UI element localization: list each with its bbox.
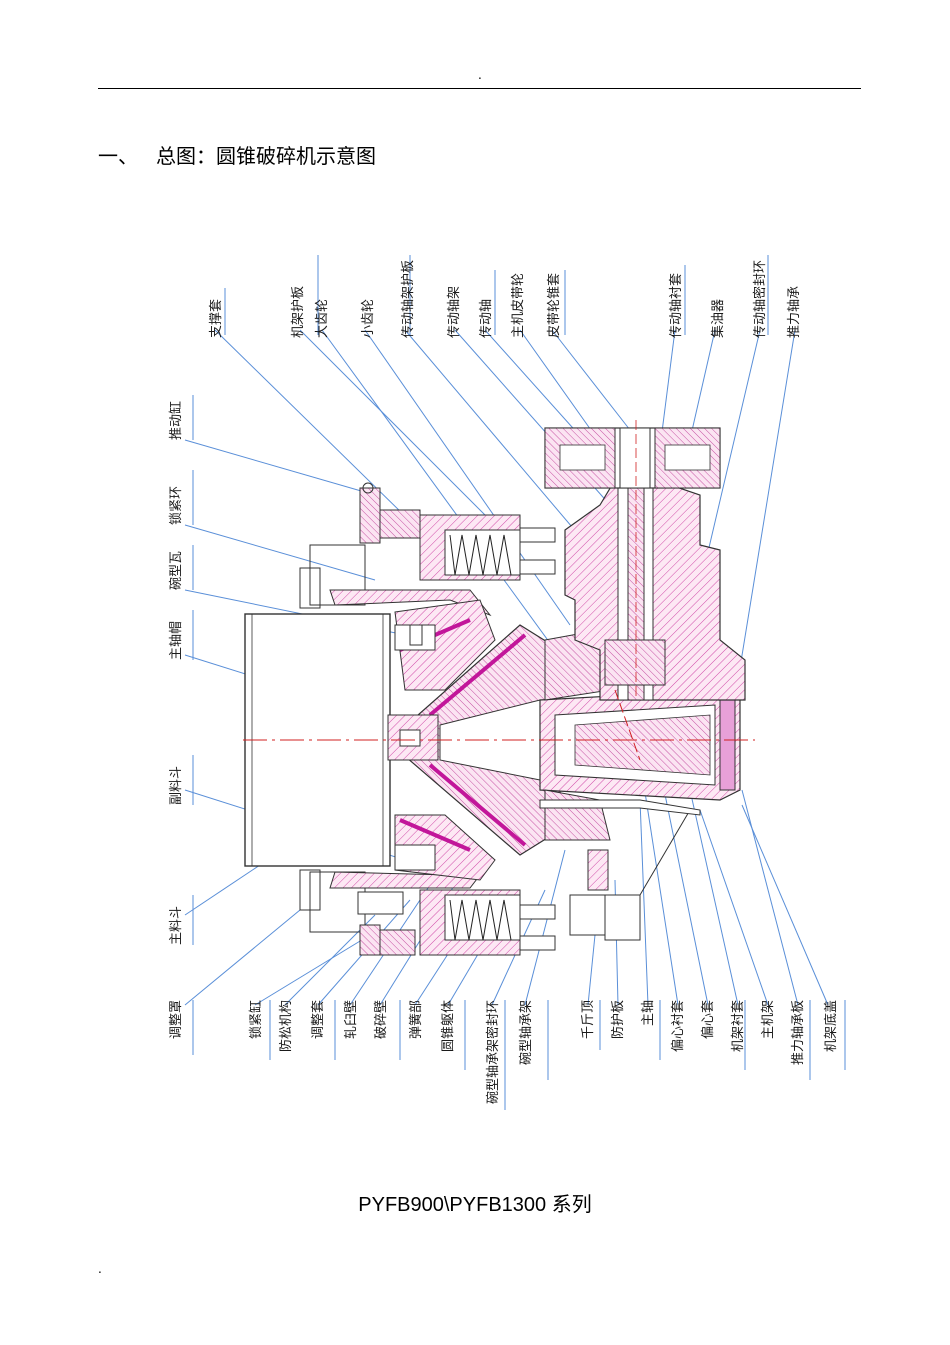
callout-label: 圆锥躯体	[440, 1000, 456, 1052]
callout-label: 小齿轮	[361, 299, 376, 338]
callout-label: 传动轴架护板	[401, 260, 416, 338]
section-number: 一、	[98, 144, 138, 168]
callout-label: 支撑套	[208, 299, 224, 338]
section-heading: 一、总图：圆锥破碎机示意图	[98, 140, 376, 169]
adjustment-assembly-top	[299, 544, 496, 691]
callout-label: 主机架	[761, 1000, 776, 1039]
jack-block	[569, 809, 691, 941]
label-bars	[192, 255, 846, 1110]
callout-label: 弹簧部	[408, 1000, 424, 1039]
labels-bottom: 调整罩 锁紧缸防松机构调整套 轧臼壁破碎壁 弹簧部圆锥躯体 碗型轴承架密封环 碗型轴承架 千…	[169, 1000, 839, 1104]
callout-label: 机架底盖	[823, 1000, 839, 1052]
figure-caption: PYFB900\PYFB1300 系列	[358, 1194, 592, 1216]
callout-label: 碗型轴承架	[518, 1000, 534, 1065]
callout-label: 推力轴承	[787, 286, 802, 338]
callout-label: 主轴	[641, 1000, 656, 1026]
callout-label: 大齿轮	[315, 299, 330, 338]
callout-label: 集油器	[710, 299, 726, 338]
callout-label: 主轴帽	[168, 621, 184, 660]
callout-label: 碗型瓦	[168, 551, 184, 590]
callout-label: 千斤顶	[581, 1000, 596, 1039]
adjustment-assembly-bottom	[299, 814, 496, 933]
callout-label: 主料斗	[169, 906, 184, 945]
callout-label: 主机皮带轮	[511, 273, 526, 338]
drive-shaft-housing	[564, 439, 746, 701]
spring-bundle-bottom	[419, 889, 556, 956]
callout-label: 传动轴	[479, 299, 494, 338]
callout-label: 偏心衬套	[670, 1000, 686, 1052]
callout-label: 偏心套	[700, 1000, 716, 1039]
callout-label: 副料斗	[169, 766, 184, 805]
callout-label: 防护板	[610, 1000, 626, 1039]
header-rule	[98, 88, 861, 89]
header-mark: .	[478, 68, 482, 82]
callout-label: 调整套	[310, 1000, 326, 1039]
labels-top: 支撑套 机架护板大齿轮 小齿轮 传动轴架护板 传动轴架 传动轴 主机皮带轮 皮带轮锥套 传动轴衬…	[208, 260, 802, 338]
callout-label: 防松机构	[278, 1000, 294, 1052]
callout-label: 皮带轮锥套	[546, 273, 562, 338]
callout-label: 传动轴衬套	[668, 273, 684, 338]
callout-label: 传动轴架	[447, 286, 462, 338]
callout-label: 锁紧环	[168, 486, 184, 525]
callout-label: 推动缸	[168, 401, 184, 440]
spring-bundle-top	[419, 514, 556, 581]
footer-mark: .	[98, 1262, 102, 1276]
belt-pulley	[544, 427, 721, 489]
callout-label: 机架护板	[291, 286, 306, 338]
pushing-cylinder	[359, 482, 421, 956]
callout-label: 传动轴密封环	[752, 260, 768, 338]
callout-label: 轧臼壁	[344, 1000, 359, 1039]
callout-label: 推力轴承板	[791, 1000, 806, 1065]
section-title: 总图：圆锥破碎机示意图	[156, 144, 376, 168]
callout-label: 机架衬套	[730, 1000, 746, 1052]
callout-label: 碗型轴承架密封环	[485, 1000, 501, 1104]
callout-label: 调整罩	[169, 1000, 184, 1039]
callout-label: 锁紧缸	[248, 1000, 264, 1039]
callout-label: 破碎壁	[374, 1000, 389, 1039]
